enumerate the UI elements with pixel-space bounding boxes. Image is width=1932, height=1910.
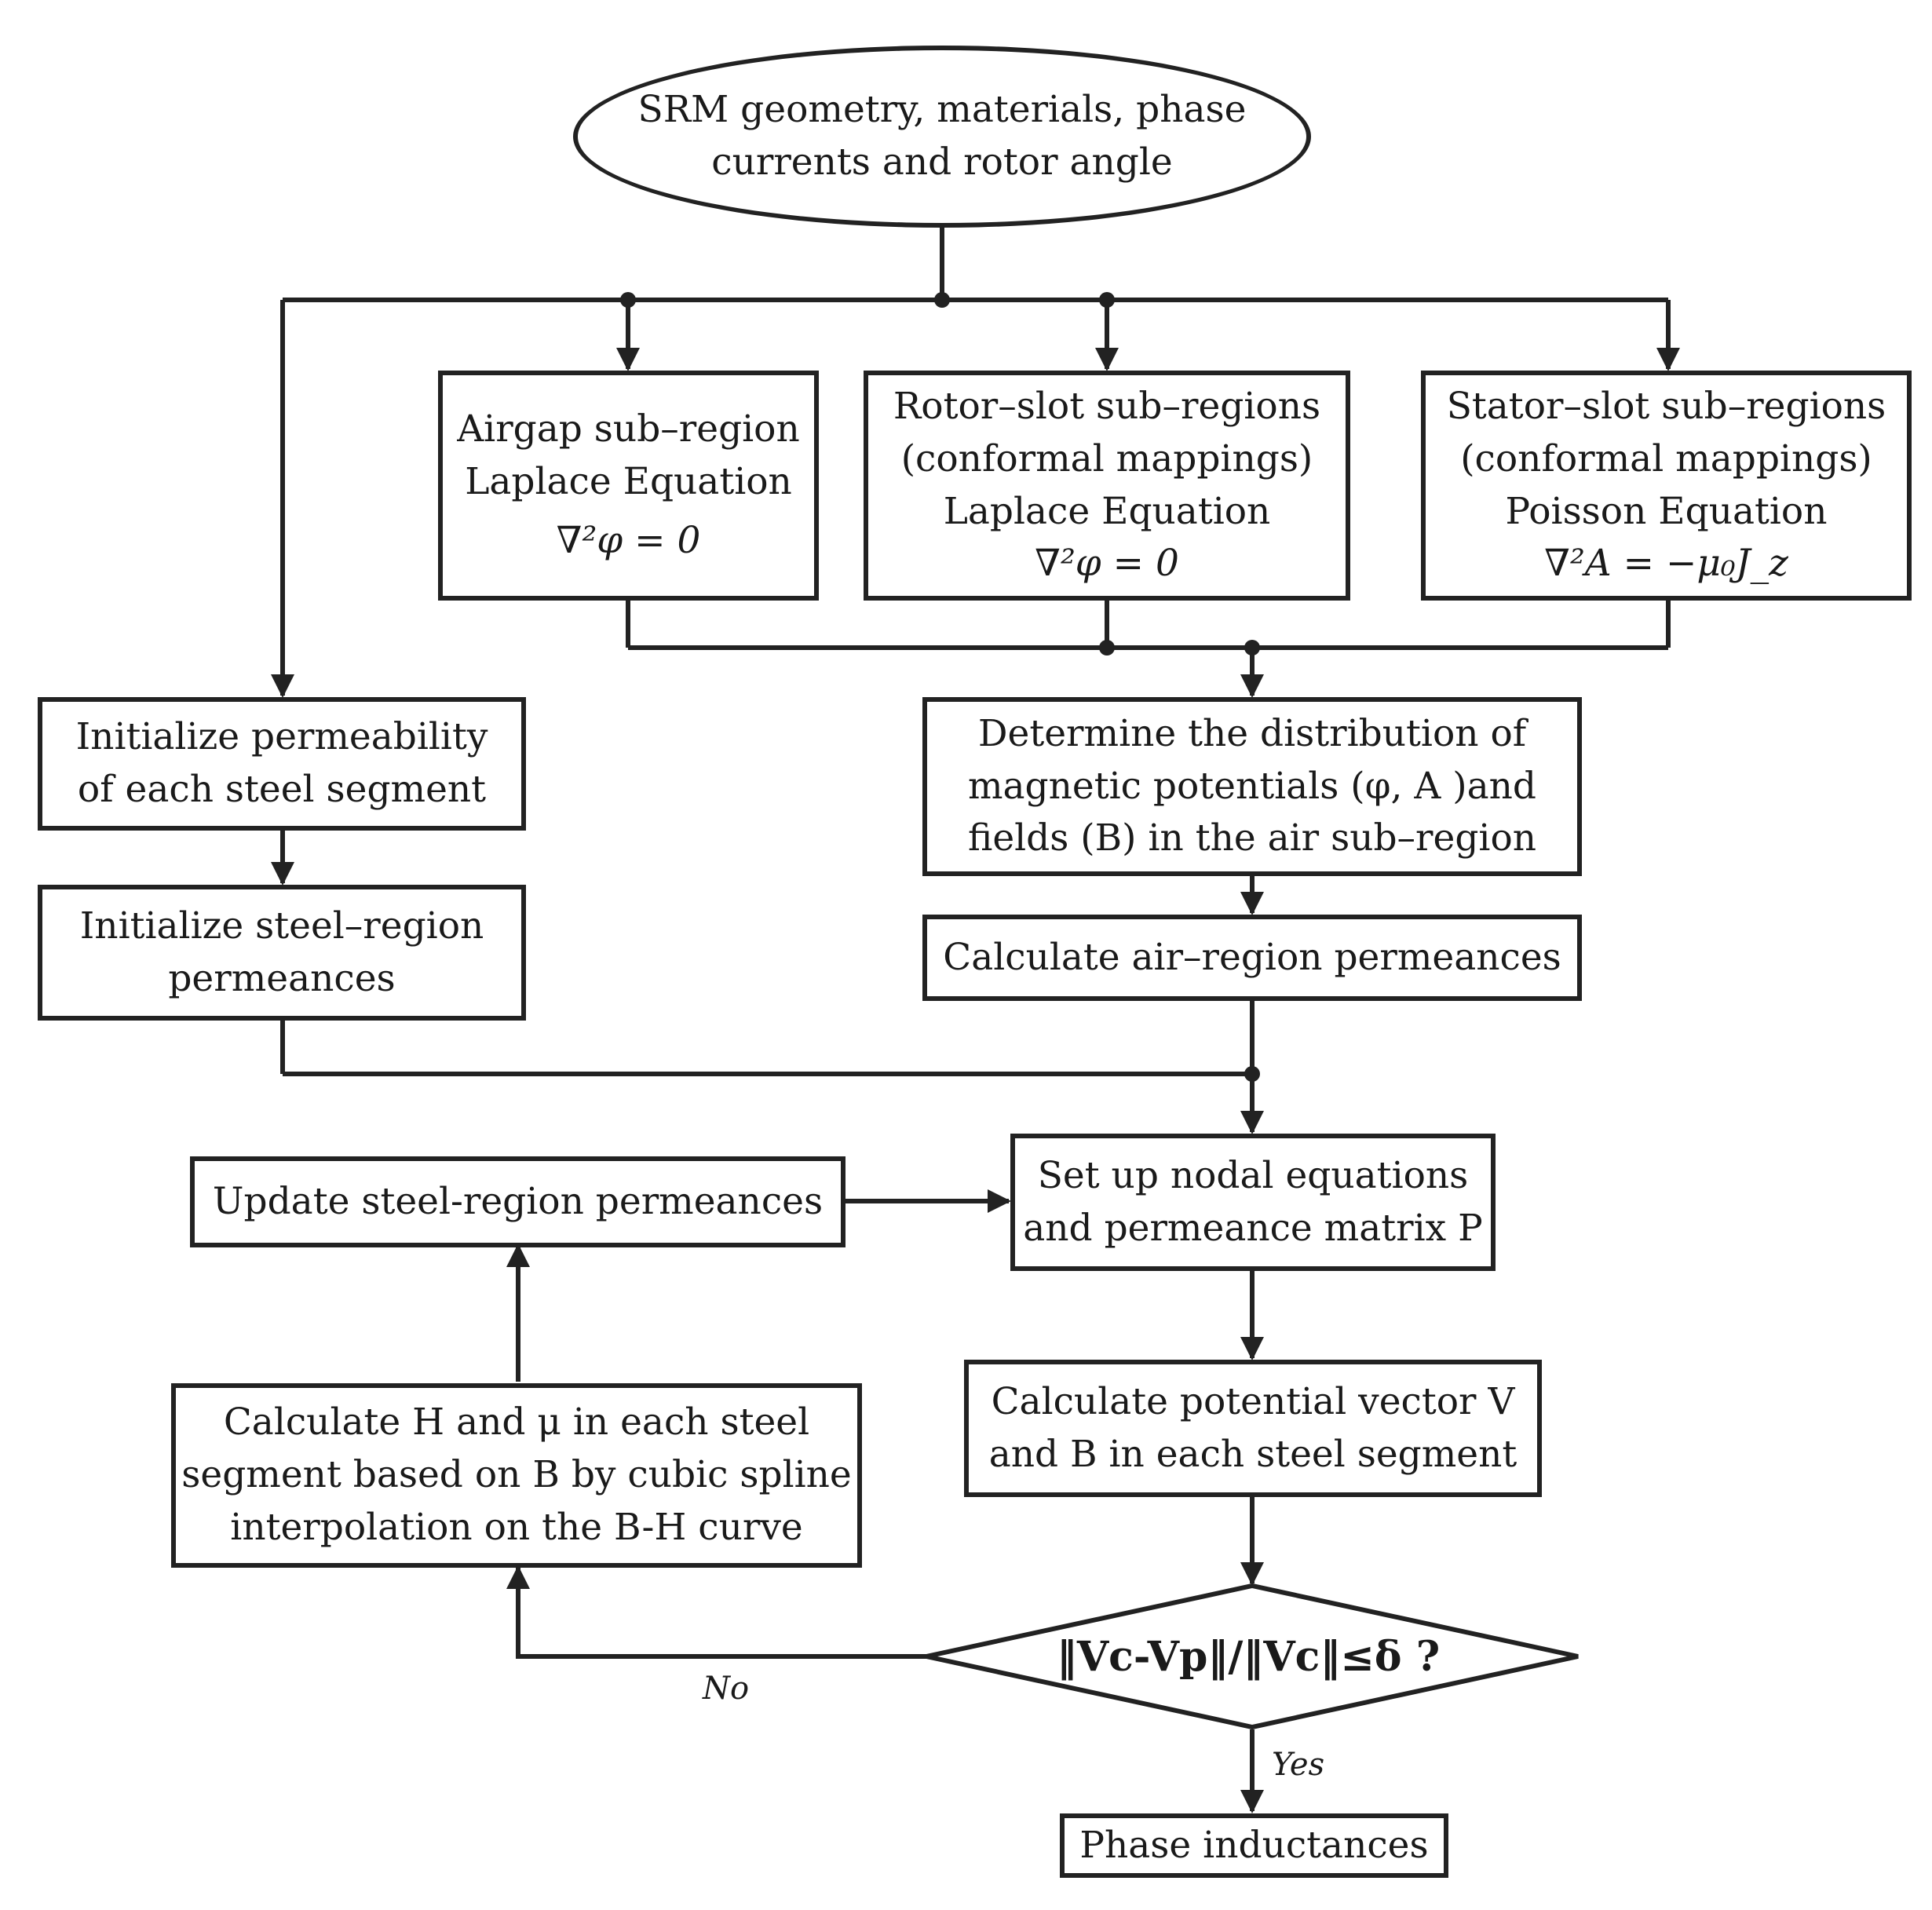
junction-dot xyxy=(1244,640,1260,656)
junction-dot xyxy=(1244,1066,1260,1082)
init-steel-region-box: Initialize steel–region permeances xyxy=(38,885,526,1021)
rotor-slot-line-1: Rotor–slot sub–regions xyxy=(893,385,1321,429)
rotor-slot-line-2: (conformal mappings) xyxy=(900,436,1313,480)
rotor-slot-line-3: Laplace Equation xyxy=(943,489,1271,533)
stator-slot-line-3: Poisson Equation xyxy=(1505,489,1828,533)
decision-condition: ‖Vc-Vp‖/‖Vc‖≤δ ? xyxy=(1056,1632,1441,1681)
setup-nodal-equations-box: Set up nodal equations and permeance mat… xyxy=(1010,1134,1496,1271)
stator-slot-subregion-box: Stator–slot sub–regions (conformal mappi… xyxy=(1421,371,1912,601)
update-line-1: Update steel-region permeances xyxy=(212,1179,824,1223)
phase-inductances-box: Phase inductances xyxy=(1060,1813,1448,1878)
determine-line-3: fields (B) in the air sub–region xyxy=(967,816,1537,860)
stator-slot-line-2: (conformal mappings) xyxy=(1460,436,1872,480)
calc-potential-vector-box: Calculate potential vector V and B in ea… xyxy=(964,1360,1542,1497)
airgap-subregion-box: Airgap sub–region Laplace Equation ∇²φ =… xyxy=(438,371,819,601)
init-steel-line-1: Initialize steel–region xyxy=(79,904,484,948)
calc-air-line-1: Calculate air–region permeances xyxy=(943,935,1561,979)
stator-slot-equation: ∇²A = −μ₀J_z xyxy=(1544,542,1788,586)
junction-dot xyxy=(620,292,636,308)
calc-v-line-2: and B in each steel segment xyxy=(988,1432,1517,1476)
label-no: No xyxy=(703,1671,750,1707)
calc-air-permeances-box: Calculate air–region permeances xyxy=(922,915,1582,1001)
arrow-no-branch xyxy=(506,1565,926,1659)
junction-dot xyxy=(1099,292,1115,308)
rotor-slot-equation: ∇²φ = 0 xyxy=(1035,542,1179,586)
calc-h-line-1: Calculate H and μ in each steel xyxy=(223,1401,810,1444)
calc-h-mu-box: Calculate H and μ in each steel segment … xyxy=(171,1383,862,1568)
setup-line-1: Set up nodal equations xyxy=(1037,1153,1469,1197)
calc-h-line-2: segment based on B by cubic spline xyxy=(181,1453,852,1497)
determine-distribution-box: Determine the distribution of magnetic p… xyxy=(922,697,1582,876)
output-line-1: Phase inductances xyxy=(1079,1823,1429,1867)
determine-line-2: magnetic potentials (φ, A )and xyxy=(967,764,1537,808)
init-steel-line-2: permeances xyxy=(168,956,396,1000)
update-steel-permeances-box: Update steel-region permeances xyxy=(190,1156,845,1247)
calc-h-line-3: interpolation on the B-H curve xyxy=(230,1505,803,1549)
airgap-equation: ∇²φ = 0 xyxy=(556,518,701,562)
calc-v-line-1: Calculate potential vector V xyxy=(991,1379,1515,1423)
start-line-2: currents and rotor angle xyxy=(711,141,1173,184)
init-perm-line-2: of each steel segment xyxy=(77,768,487,811)
airgap-line-1: Airgap sub–region xyxy=(457,407,800,451)
rotor-slot-subregion-box: Rotor–slot sub–regions (conformal mappin… xyxy=(864,371,1350,601)
init-perm-line-1: Initialize permeability xyxy=(75,715,488,759)
decision-diamond xyxy=(926,1583,1579,1730)
junction-dot xyxy=(934,292,950,308)
label-yes: Yes xyxy=(1272,1747,1325,1783)
start-oval-inputs: SRM geometry, materials, phase currents … xyxy=(573,46,1311,228)
airgap-line-2: Laplace Equation xyxy=(465,460,792,504)
stator-slot-line-1: Stator–slot sub–regions xyxy=(1446,385,1886,429)
setup-line-2: and permeance matrix P xyxy=(1023,1206,1483,1250)
junction-dot xyxy=(1099,640,1115,656)
start-line-1: SRM geometry, materials, phase xyxy=(637,88,1247,132)
init-permeability-box: Initialize permeability of each steel se… xyxy=(38,697,526,831)
determine-line-1: Determine the distribution of xyxy=(977,711,1527,755)
